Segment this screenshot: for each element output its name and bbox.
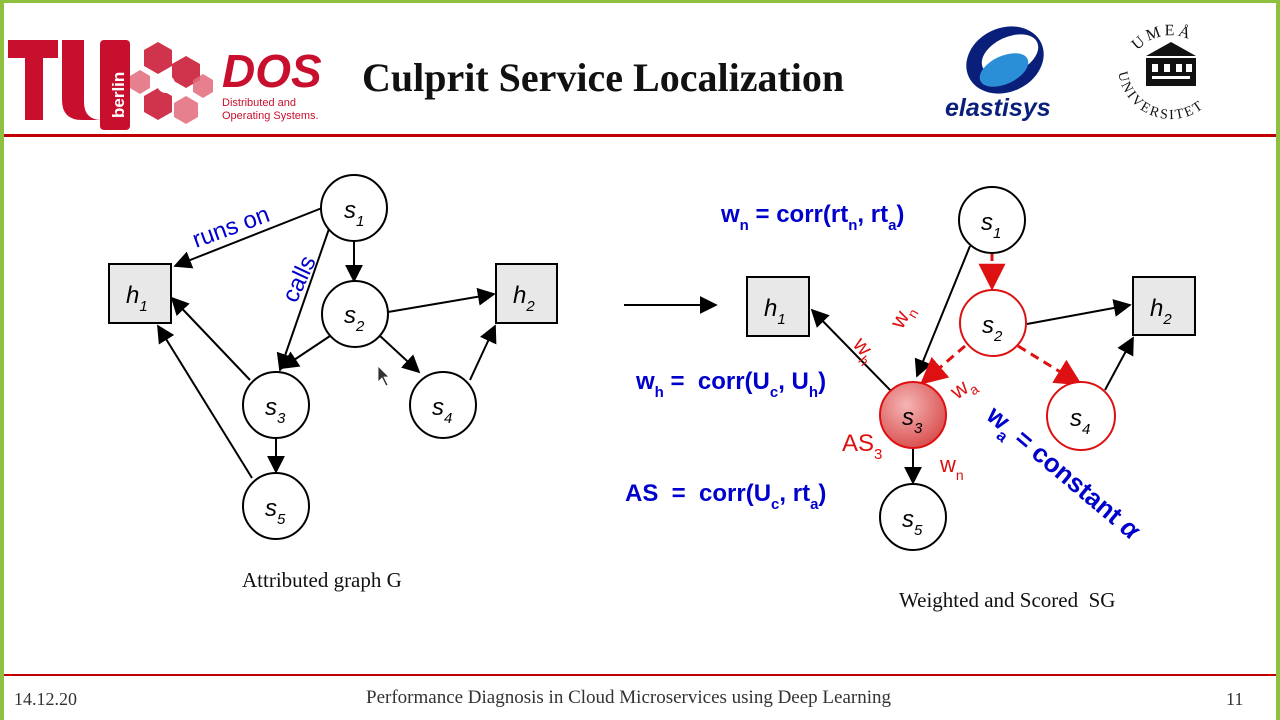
right-node-h1: h1 bbox=[746, 276, 810, 337]
umea-university-logo: UMEÅ UNIVERSITET bbox=[1114, 22, 1205, 123]
frame-top bbox=[0, 0, 1280, 3]
formula-wh: wh = corr(Uc, Uh) bbox=[635, 368, 826, 401]
elastisys-logo: elastisys bbox=[945, 26, 1051, 122]
edge-s1-s3 bbox=[276, 225, 331, 372]
mouse-cursor-icon bbox=[377, 365, 390, 387]
header-rule bbox=[4, 134, 1276, 137]
left-node-s3: s3 bbox=[242, 371, 310, 439]
slide-title: Culprit Service Localization bbox=[362, 55, 845, 100]
right-node-s1: s1 bbox=[958, 186, 1026, 254]
edge-s1-h1 bbox=[173, 207, 323, 269]
left-node-s4: s4 bbox=[409, 371, 477, 439]
svg-text:s3: s3 bbox=[902, 404, 923, 437]
svg-text:s1: s1 bbox=[981, 209, 1001, 242]
edge-s4-h2 bbox=[469, 324, 497, 381]
frame-right bbox=[1276, 0, 1280, 720]
right-node-s5: s5 bbox=[879, 483, 947, 551]
elastisys-text: elastisys bbox=[945, 94, 1051, 122]
svg-text:s5: s5 bbox=[902, 506, 923, 539]
left-node-s1: s1 bbox=[320, 174, 388, 242]
tu-berlin-text: berlin bbox=[109, 72, 128, 118]
svg-text:s5: s5 bbox=[265, 495, 286, 528]
right-graph: h1 h2 s1 s2 s3 s4 s5 wn wh wa bbox=[625, 186, 1196, 612]
svg-text:h1: h1 bbox=[126, 282, 148, 315]
right-node-s2: s2 bbox=[959, 289, 1027, 357]
edge-s2-h2 bbox=[387, 287, 496, 313]
weight-label-wn-s3-s5: wn bbox=[939, 452, 964, 483]
edge-rs4-rh2 bbox=[1104, 336, 1134, 391]
dos-network-icon bbox=[130, 42, 213, 124]
edge-rs2-rs3-weighted bbox=[919, 344, 966, 385]
svg-text:s2: s2 bbox=[982, 312, 1003, 345]
edge-rs2-rh2 bbox=[1026, 299, 1132, 325]
weight-label-wn-s1-s3: wn bbox=[884, 299, 921, 335]
right-node-h2: h2 bbox=[1132, 276, 1196, 336]
footer-date: 14.12.20 bbox=[14, 689, 77, 709]
right-graph-caption: Weighted and Scored SG bbox=[899, 588, 1115, 612]
svg-text:s2: s2 bbox=[344, 302, 365, 335]
edge-s3-h1 bbox=[170, 296, 251, 381]
page-number: 11 bbox=[1226, 689, 1244, 709]
footer-title: Performance Diagnosis in Cloud Microserv… bbox=[366, 687, 892, 708]
svg-text:h2: h2 bbox=[1150, 295, 1172, 328]
footer-rule bbox=[4, 674, 1276, 676]
svg-text:s1: s1 bbox=[344, 197, 364, 230]
weight-label-wa-s2-s3: wa bbox=[945, 370, 982, 408]
edge-s5-h1 bbox=[157, 324, 253, 479]
svg-text:s4: s4 bbox=[432, 394, 452, 427]
left-graph: h1 h2 s1 s2 s3 s4 s5 runs on calls At bbox=[108, 174, 558, 592]
left-node-h1: h1 bbox=[108, 263, 172, 324]
left-graph-caption: Attributed graph G bbox=[242, 568, 402, 592]
right-node-s4: s4 bbox=[1046, 381, 1116, 451]
edge-label-runs-on: runs on bbox=[189, 201, 273, 254]
dos-logo-line2: Operating Systems. bbox=[222, 110, 319, 122]
dos-logo-title: DOS bbox=[222, 45, 322, 97]
dos-logo-line1: Distributed and bbox=[222, 97, 296, 109]
edge-rs2-rs4-weighted bbox=[1017, 344, 1083, 386]
frame-left bbox=[0, 0, 4, 720]
left-node-s2: s2 bbox=[321, 280, 389, 348]
edge-label-calls: calls bbox=[277, 252, 322, 307]
weight-label-wh-s3-h1: wh bbox=[844, 331, 882, 369]
left-node-h2: h2 bbox=[495, 263, 558, 324]
left-node-s5: s5 bbox=[242, 472, 310, 540]
anomaly-score-label: AS3 bbox=[842, 430, 882, 463]
svg-text:h1: h1 bbox=[764, 295, 786, 328]
tu-berlin-logo: berlin bbox=[8, 40, 130, 130]
edge-s2-s3 bbox=[280, 335, 331, 369]
formula-as: AS = corr(Uc, rta) bbox=[625, 480, 826, 513]
edge-rs1-rs3 bbox=[914, 245, 971, 378]
svg-text:h2: h2 bbox=[513, 282, 535, 315]
formula-wn: wn = corr(rtn, rta) bbox=[720, 201, 904, 234]
svg-text:s3: s3 bbox=[265, 394, 286, 427]
right-node-s3-culprit: s3 bbox=[879, 381, 947, 449]
svg-text:s4: s4 bbox=[1070, 405, 1090, 438]
edge-rs3-rh1 bbox=[810, 308, 893, 393]
edge-s2-s4 bbox=[379, 335, 421, 374]
